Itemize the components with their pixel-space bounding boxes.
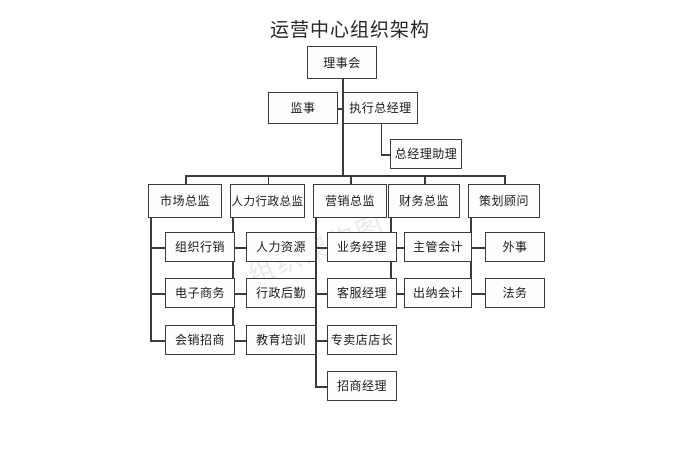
connector-finance-drop: [424, 175, 426, 184]
connector-supervisor-link: [338, 108, 342, 110]
node-executive-general-manager[interactable]: 执行总经理: [343, 92, 418, 124]
node-board[interactable]: 理事会: [307, 46, 377, 79]
node-child-finance-1[interactable]: 出纳会计: [404, 278, 472, 308]
node-department-head-planning[interactable]: 策划顾问: [468, 184, 540, 218]
node-child-hr_admin-2[interactable]: 教育培训: [246, 325, 316, 355]
node-label: 客服经理: [336, 286, 387, 300]
connector-planning-child-1: [470, 293, 485, 295]
node-label: 人力行政总监: [231, 193, 304, 208]
node-label: 组织行销: [174, 240, 225, 254]
node-supervisor[interactable]: 监事: [268, 92, 338, 124]
node-label: 法务: [502, 286, 528, 300]
node-child-market-2[interactable]: 会销招商: [165, 325, 235, 355]
node-label: 市场总监: [159, 194, 210, 208]
node-label: 会销招商: [174, 333, 225, 347]
connector-exec-to-assistant-h: [380, 154, 390, 156]
connector-planning-drop: [504, 175, 506, 184]
connector-sales-child-2: [315, 340, 327, 342]
node-label: 总经理助理: [394, 147, 458, 161]
connector-market-drop: [185, 175, 187, 184]
node-label: 人力资源: [255, 240, 306, 254]
node-label: 外事: [502, 240, 528, 254]
connector-hr_admin-child-2: [232, 340, 246, 342]
node-label: 执行总经理: [349, 101, 412, 115]
node-child-planning-1[interactable]: 法务: [485, 278, 545, 308]
node-label: 策划顾问: [478, 194, 529, 208]
node-general-manager-assistant[interactable]: 总经理助理: [390, 139, 462, 169]
connector-hr_admin-child-1: [232, 293, 246, 295]
node-label: 教育培训: [255, 333, 306, 347]
node-child-planning-0[interactable]: 外事: [485, 232, 545, 262]
node-child-sales-0[interactable]: 业务经理: [327, 232, 397, 262]
connector-sales-child-1: [315, 293, 327, 295]
node-department-head-hr_admin[interactable]: 人力行政总监: [230, 184, 305, 218]
connector-board-spine: [342, 79, 344, 175]
node-department-head-market[interactable]: 市场总监: [148, 184, 222, 218]
connector-market-rail: [150, 218, 152, 340]
node-label: 理事会: [323, 55, 361, 70]
node-child-sales-3[interactable]: 招商经理: [327, 371, 397, 401]
connector-hr_admin-child-0: [232, 247, 246, 249]
node-label: 业务经理: [336, 240, 387, 254]
connector-finance-child-1: [390, 293, 404, 295]
node-child-sales-1[interactable]: 客服经理: [327, 278, 397, 308]
node-child-market-0[interactable]: 组织行销: [165, 232, 235, 262]
connector-sales-child-0: [315, 247, 327, 249]
node-child-hr_admin-1[interactable]: 行政后勤: [246, 278, 316, 308]
connector-market-child-1: [150, 293, 165, 295]
connector-market-child-0: [150, 247, 165, 249]
connector-sales-child-3: [315, 386, 327, 388]
node-label: 电子商务: [174, 286, 225, 300]
node-label: 专卖店店长: [330, 333, 394, 347]
connector-planning-child-0: [470, 247, 485, 249]
connector-exec-to-assistant-v: [380, 124, 382, 154]
node-child-market-1[interactable]: 电子商务: [165, 278, 235, 308]
node-child-finance-0[interactable]: 主管会计: [404, 232, 472, 262]
node-label: 招商经理: [336, 379, 387, 393]
connector-sales-drop: [350, 175, 352, 184]
node-label: 监事: [290, 101, 316, 115]
node-department-head-sales[interactable]: 营销总监: [313, 184, 387, 218]
page-title: 运营中心组织架构: [269, 19, 430, 41]
node-label: 营销总监: [324, 194, 375, 208]
node-label: 财务总监: [398, 194, 449, 208]
connector-hr_admin-drop: [267, 175, 269, 184]
node-label: 主管会计: [412, 240, 463, 254]
connector-director-bus: [185, 175, 504, 177]
node-child-sales-2[interactable]: 专卖店店长: [327, 325, 397, 355]
node-department-head-finance[interactable]: 财务总监: [388, 184, 460, 218]
node-label: 行政后勤: [255, 286, 306, 300]
connector-market-child-2: [150, 340, 165, 342]
node-label: 出纳会计: [412, 286, 463, 300]
connector-finance-child-0: [390, 247, 404, 249]
node-child-hr_admin-0[interactable]: 人力资源: [246, 232, 316, 262]
